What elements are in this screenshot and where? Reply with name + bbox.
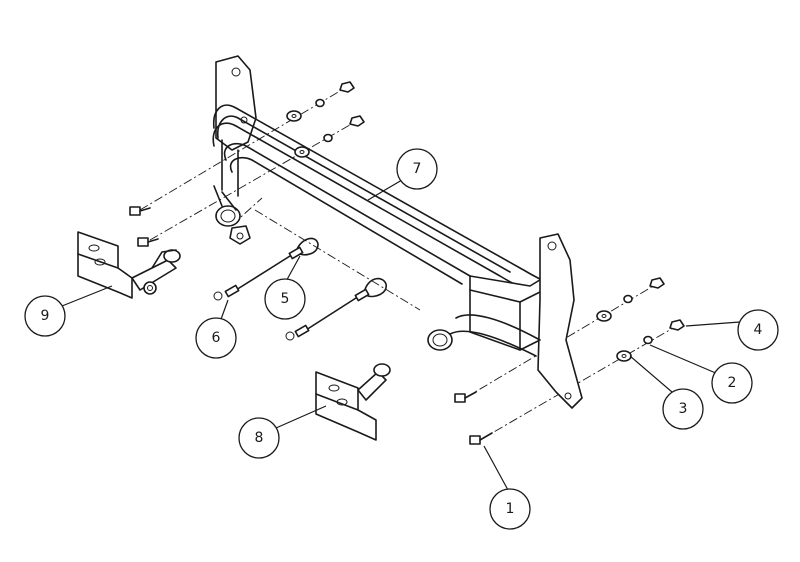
main-frame-bar [212, 55, 583, 409]
svg-text:4: 4 [754, 322, 763, 338]
right-lower-bolt [469, 432, 493, 445]
callout-9: 9 [24, 295, 66, 337]
svg-text:8: 8 [255, 430, 264, 446]
svg-text:5: 5 [281, 291, 290, 307]
svg-text:7: 7 [413, 161, 422, 177]
left-upper-hardware [286, 81, 355, 122]
safety-cable-lower [285, 277, 387, 341]
callout-7: 7 [396, 148, 438, 190]
callout-1: 1 [489, 488, 531, 530]
left-lower-hardware [294, 115, 365, 158]
callout-5: 5 [264, 278, 306, 320]
svg-text:9: 9 [41, 308, 50, 324]
left-upper-bolt [129, 206, 151, 216]
svg-text:6: 6 [212, 330, 221, 346]
left-bracket-pin [77, 231, 181, 299]
right-upper-hardware [596, 277, 665, 322]
callout-6: 6 [195, 317, 237, 359]
callout-4: 4 [737, 309, 779, 351]
svg-text:1: 1 [506, 501, 515, 517]
right-bracket-pin [315, 363, 391, 441]
right-lower-hardware [616, 319, 685, 362]
callout-8: 8 [238, 417, 280, 459]
leader-lines [61, 179, 741, 491]
right-upper-bolt [454, 391, 477, 403]
callout-2: 2 [711, 362, 753, 404]
safety-cable-upper [213, 237, 319, 301]
callout-3: 3 [662, 388, 704, 430]
left-lower-bolt [137, 237, 159, 247]
svg-text:2: 2 [728, 375, 737, 391]
svg-text:3: 3 [679, 401, 688, 417]
